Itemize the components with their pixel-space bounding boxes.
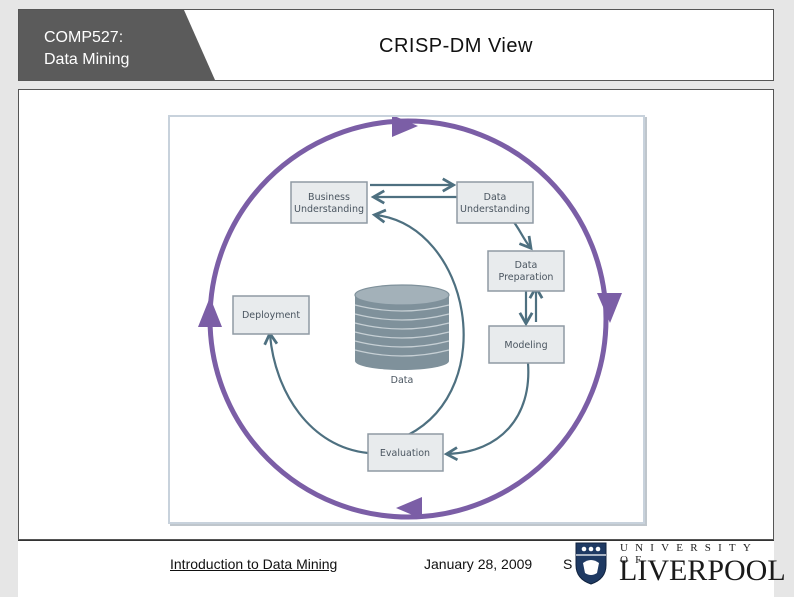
arrow-modeling-to-evaluation xyxy=(443,362,530,462)
business-label-2: Understanding xyxy=(294,204,364,215)
data-preparation-label-1: Data xyxy=(515,260,538,271)
data-understanding-label-2: Understanding xyxy=(460,204,530,215)
arrow-evaluation-to-business xyxy=(371,208,465,436)
cycle-arrow-bottom-icon xyxy=(396,497,422,519)
box-evaluation: Evaluation xyxy=(367,433,444,472)
data-preparation-label-2: Preparation xyxy=(499,272,554,283)
box-modeling: Modeling xyxy=(488,325,565,364)
data-store-label: Data xyxy=(391,375,414,386)
course-code: COMP527: xyxy=(44,29,124,46)
slide-title: CRISP-DM View xyxy=(379,35,533,57)
footer-link[interactable]: Introduction to Data Mining xyxy=(170,556,338,572)
box-data-understanding: Data Understanding xyxy=(456,181,534,224)
slide-footer xyxy=(18,540,774,597)
footer-date: January 28, 2009 xyxy=(424,556,533,572)
course-tab xyxy=(19,10,215,80)
cycle-arrow-left-icon xyxy=(198,297,222,327)
box-business-understanding: Business Understanding xyxy=(290,181,368,224)
arrow-evaluation-to-deployment xyxy=(263,330,369,455)
university-name-top: UNIVERSITY OF xyxy=(620,542,758,566)
deployment-label: Deployment xyxy=(242,310,300,321)
data-understanding-label-1: Data xyxy=(484,192,507,203)
diagram-canvas: Business Understanding Data Understandin… xyxy=(198,117,622,520)
evaluation-label: Evaluation xyxy=(380,448,430,459)
business-label-1: Business xyxy=(308,192,350,203)
box-data-preparation: Data Preparation xyxy=(487,250,565,292)
cycle-arrow-right-icon xyxy=(597,293,622,323)
course-name: Data Mining xyxy=(44,51,130,68)
crisp-dm-diagram: Business Understanding Data Understandin… xyxy=(168,115,645,524)
box-deployment: Deployment xyxy=(232,295,310,335)
cycle-arrow-top-icon xyxy=(392,117,418,137)
data-cylinder-icon xyxy=(354,284,450,370)
footer-slide-number: S xyxy=(563,556,573,572)
modeling-label: Modeling xyxy=(504,340,547,351)
university-name-bottom: LIVERPOOL xyxy=(619,554,786,587)
university-crest-icon xyxy=(575,542,607,585)
slide-header: COMP527: Data Mining CRISP-DM View xyxy=(18,9,774,81)
